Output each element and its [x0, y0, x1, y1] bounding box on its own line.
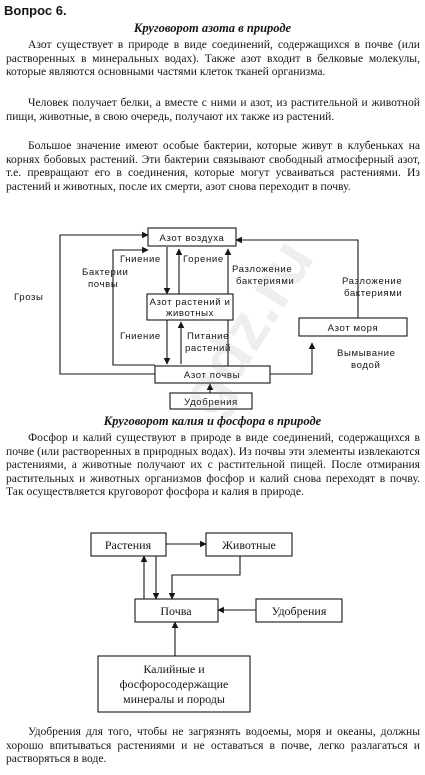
burning-label: Горение	[183, 254, 224, 265]
svg-text:Животные: Животные	[222, 538, 276, 552]
animals-to-soil-arrow	[168, 556, 241, 600]
svg-text:животных: животных	[166, 308, 214, 319]
svg-text:Азот моря: Азот моря	[328, 323, 379, 334]
question-number: Вопрос 6.	[4, 3, 67, 18]
plant-feeding-label-1: Питание	[187, 331, 229, 342]
nitrogen-cycle-title: Круговорот азота в природе	[133, 21, 292, 35]
svg-text:Азот растений и: Азот растений и	[149, 297, 230, 308]
soil-bacteria-arrow	[112, 246, 155, 366]
storms-label: Грозы	[14, 292, 44, 303]
decomposition-inner-label-1: Разложение	[232, 264, 292, 275]
decomposition-outer-arrow	[235, 236, 359, 318]
fertilizers-box-2	[255, 598, 343, 623]
phosphorus-cycle-title: Круговорот калия и фосфора в природе	[103, 414, 322, 428]
air-nitrogen-box	[147, 227, 237, 247]
washing-label-2: водой	[351, 360, 380, 371]
svg-text:Удобрения: Удобрения	[272, 604, 327, 618]
storms-arrow	[59, 231, 155, 375]
fertilizers-box	[169, 392, 253, 410]
rotting-top-label: Гниение	[120, 254, 161, 265]
svg-text:фосфоросодержащие: фосфоросодержащие	[120, 677, 229, 691]
svg-text:Растения: Растения	[105, 538, 152, 552]
decomposition-inner-label-2: бактериями	[236, 276, 294, 287]
minerals-box	[97, 655, 251, 713]
svg-text:Азот воздуха: Азот воздуха	[160, 233, 225, 244]
decomposition-outer-label-1: Разложение	[342, 276, 402, 287]
soil-bacteria-label-2: почвы	[88, 279, 118, 290]
washing-label-1: Вымывание	[337, 348, 396, 359]
plants-box	[90, 532, 167, 557]
soil-nitrogen-box	[154, 365, 271, 384]
fertilizers-paragraph: Удобрения для того, чтобы не загрязнять …	[6, 725, 420, 766]
washing-arrow	[270, 342, 316, 375]
plants-animals-nitrogen-box	[146, 293, 234, 321]
soil-bacteria-label-1: Бактерии	[82, 267, 128, 278]
animals-box	[205, 532, 293, 557]
decomposition-outer-label-2: бактериями	[344, 288, 402, 299]
svg-text:Азот почвы: Азот почвы	[184, 370, 240, 381]
svg-text:Удобрения: Удобрения	[184, 397, 238, 408]
plant-feeding-label-2: растений	[185, 343, 231, 354]
rotting-bottom-label: Гниение	[120, 331, 161, 342]
sea-nitrogen-box	[298, 317, 408, 337]
nitrogen-paragraph-2: Человек получает белки, а вместе с ними …	[6, 96, 420, 123]
nitrogen-paragraph-1: Азот существует в природе в виде соедине…	[6, 38, 420, 79]
svg-text:Калийные и: Калийные и	[143, 662, 205, 676]
svg-text:минералы и породы: минералы и породы	[123, 692, 225, 706]
svg-text:Почва: Почва	[160, 604, 192, 618]
soil-box	[134, 598, 219, 623]
nitrogen-paragraph-3: Большое значение имеют особые бактерии, …	[6, 139, 420, 193]
phosphorus-paragraph: Фосфор и калий существуют в природе в ви…	[6, 431, 420, 499]
